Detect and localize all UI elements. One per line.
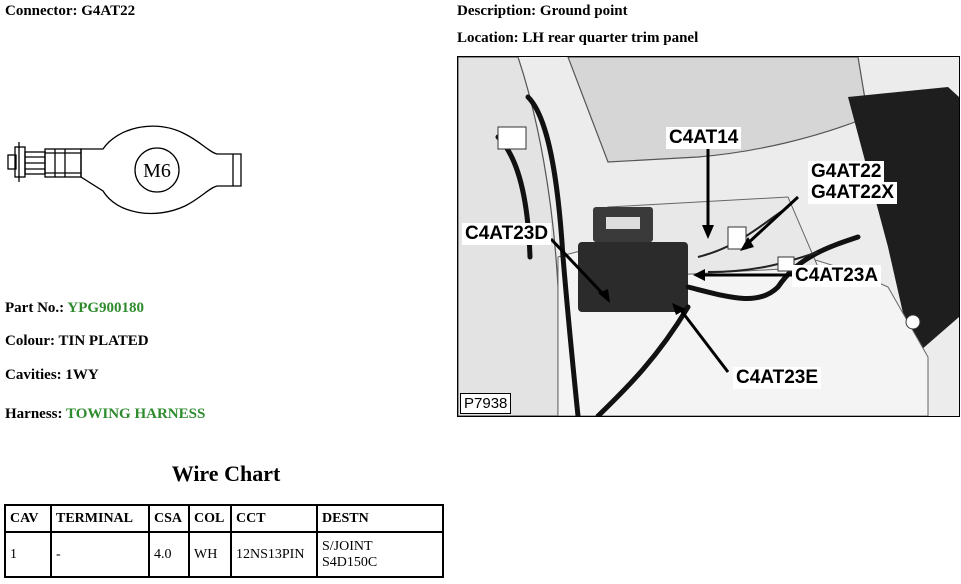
stud-size-label: M6 xyxy=(143,160,171,182)
ring-terminal-diagram: M6 xyxy=(7,125,242,215)
wire-chart-title: Wire Chart xyxy=(171,461,281,486)
destn-line-1: S/JOINT xyxy=(322,538,373,554)
cavities-label: Cavities: xyxy=(5,367,62,383)
cavities-value: 1WY xyxy=(65,367,99,383)
colour-line: Colour: TIN PLATED xyxy=(5,333,149,350)
header-destn: DESTN xyxy=(316,504,444,533)
part-number-link[interactable]: YPG900180 xyxy=(67,300,145,316)
harness-link[interactable]: TOWING HARNESS xyxy=(65,406,206,422)
table-header-row: CAV TERMINAL CSA COL CCT DESTN xyxy=(4,504,444,533)
location-value: LH rear quarter trim panel xyxy=(522,30,699,46)
cell-csa: 4.0 xyxy=(148,531,190,578)
callout-g4at22x: G4AT22X xyxy=(808,182,898,204)
photo-reference-code: P7938 xyxy=(460,393,512,414)
callout-c4at14: C4AT14 xyxy=(666,127,742,149)
part-number-line: Part No.: YPG900180 xyxy=(5,300,144,317)
header-terminal: TERMINAL xyxy=(50,504,150,533)
harness-line: Harness: TOWING HARNESS xyxy=(5,406,205,423)
callout-c4at23a: C4AT23A xyxy=(792,265,882,287)
connector-value: G4AT22 xyxy=(81,3,136,19)
callout-c4at23e: C4AT23E xyxy=(733,367,822,389)
colour-label: Colour: xyxy=(5,333,55,349)
callout-g4at22: G4AT22 xyxy=(808,161,885,183)
location-label: Location: xyxy=(457,30,519,46)
header-cct: CCT xyxy=(230,504,318,533)
cell-col: WH xyxy=(188,531,232,578)
description-label: Description: xyxy=(457,3,537,19)
header-col: COL xyxy=(188,504,232,533)
header-cav: CAV xyxy=(4,504,52,533)
destn-line-2: S4D150C xyxy=(322,554,378,570)
connector-heading: Connector: G4AT22 xyxy=(5,3,135,20)
colour-value: TIN PLATED xyxy=(58,333,149,349)
connector-label: Connector: xyxy=(5,3,78,19)
cell-cav: 1 xyxy=(4,531,52,578)
table-row: 1 - 4.0 WH 12NS13PIN S/JOINT S4D150C xyxy=(4,531,444,578)
location-photo: C4AT14 G4AT22 G4AT22X C4AT23D C4AT23A C4… xyxy=(457,56,960,417)
callout-c4at23d: C4AT23D xyxy=(462,223,552,245)
cell-cct: 12NS13PIN xyxy=(230,531,318,578)
description-heading: Description: Ground point xyxy=(457,3,628,20)
location-heading: Location: LH rear quarter trim panel xyxy=(457,30,698,47)
description-value: Ground point xyxy=(539,3,628,19)
wire-chart-table: CAV TERMINAL CSA COL CCT DESTN 1 - 4.0 W… xyxy=(4,504,444,578)
header-csa: CSA xyxy=(148,504,190,533)
cavities-line: Cavities: 1WY xyxy=(5,367,99,384)
harness-label: Harness: xyxy=(5,406,63,422)
cell-destn: S/JOINT S4D150C xyxy=(316,531,444,578)
cell-terminal: - xyxy=(50,531,150,578)
part-number-label: Part No.: xyxy=(5,300,65,316)
